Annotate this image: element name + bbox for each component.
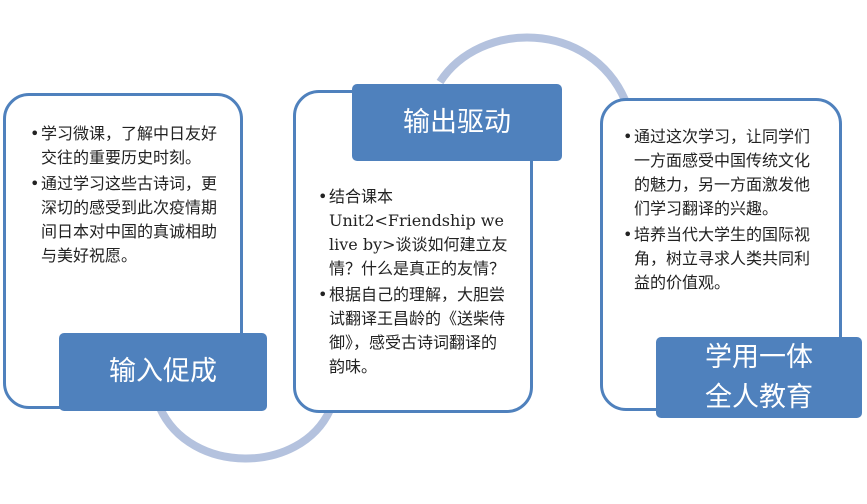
step-3-title: 学用一体 全人教育 [656,337,862,418]
step-3-title-line: 全人教育 [705,381,813,413]
step-1-card: 学习微课，了解中日友好交往的重要历史时刻。 通过学习这些古诗词，更深切的感受到此… [3,93,243,409]
step-1-title-text: 输入促成 [109,356,217,387]
step-2-title: 输出驱动 [352,84,562,161]
connector-arc-top [436,33,629,102]
step-3-bullet: 通过这次学习，让同学们一方面感受中国传统文化的魅力，另一方面激发他们学习翻译的兴… [623,125,821,221]
step-3-title-line: 学用一体 [705,341,813,373]
step-1-bullet: 学习微课，了解中日友好交往的重要历史时刻。 [30,122,222,170]
step-3-bullet: 培养当代大学生的国际视角，树立寻求人类共同利益的价值观。 [623,223,821,295]
step-1-title: 输入促成 [59,333,267,411]
step-1-bullet: 通过学习这些古诗词，更深切的感受到此次疫情期间日本对中国的真诚相助与美好祝愿。 [30,172,222,268]
connector-arc-bottom [156,406,334,463]
step-2-bullet: 根据自己的理解，大胆尝试翻译王昌龄的《送柴侍御》，感受古诗词翻译的韵味。 [318,283,512,379]
step-2-bullet: 结合课本Unit2<Friendship we live by>谈谈如何建立友情… [318,185,512,281]
step-2-title-text: 输出驱动 [403,106,511,138]
